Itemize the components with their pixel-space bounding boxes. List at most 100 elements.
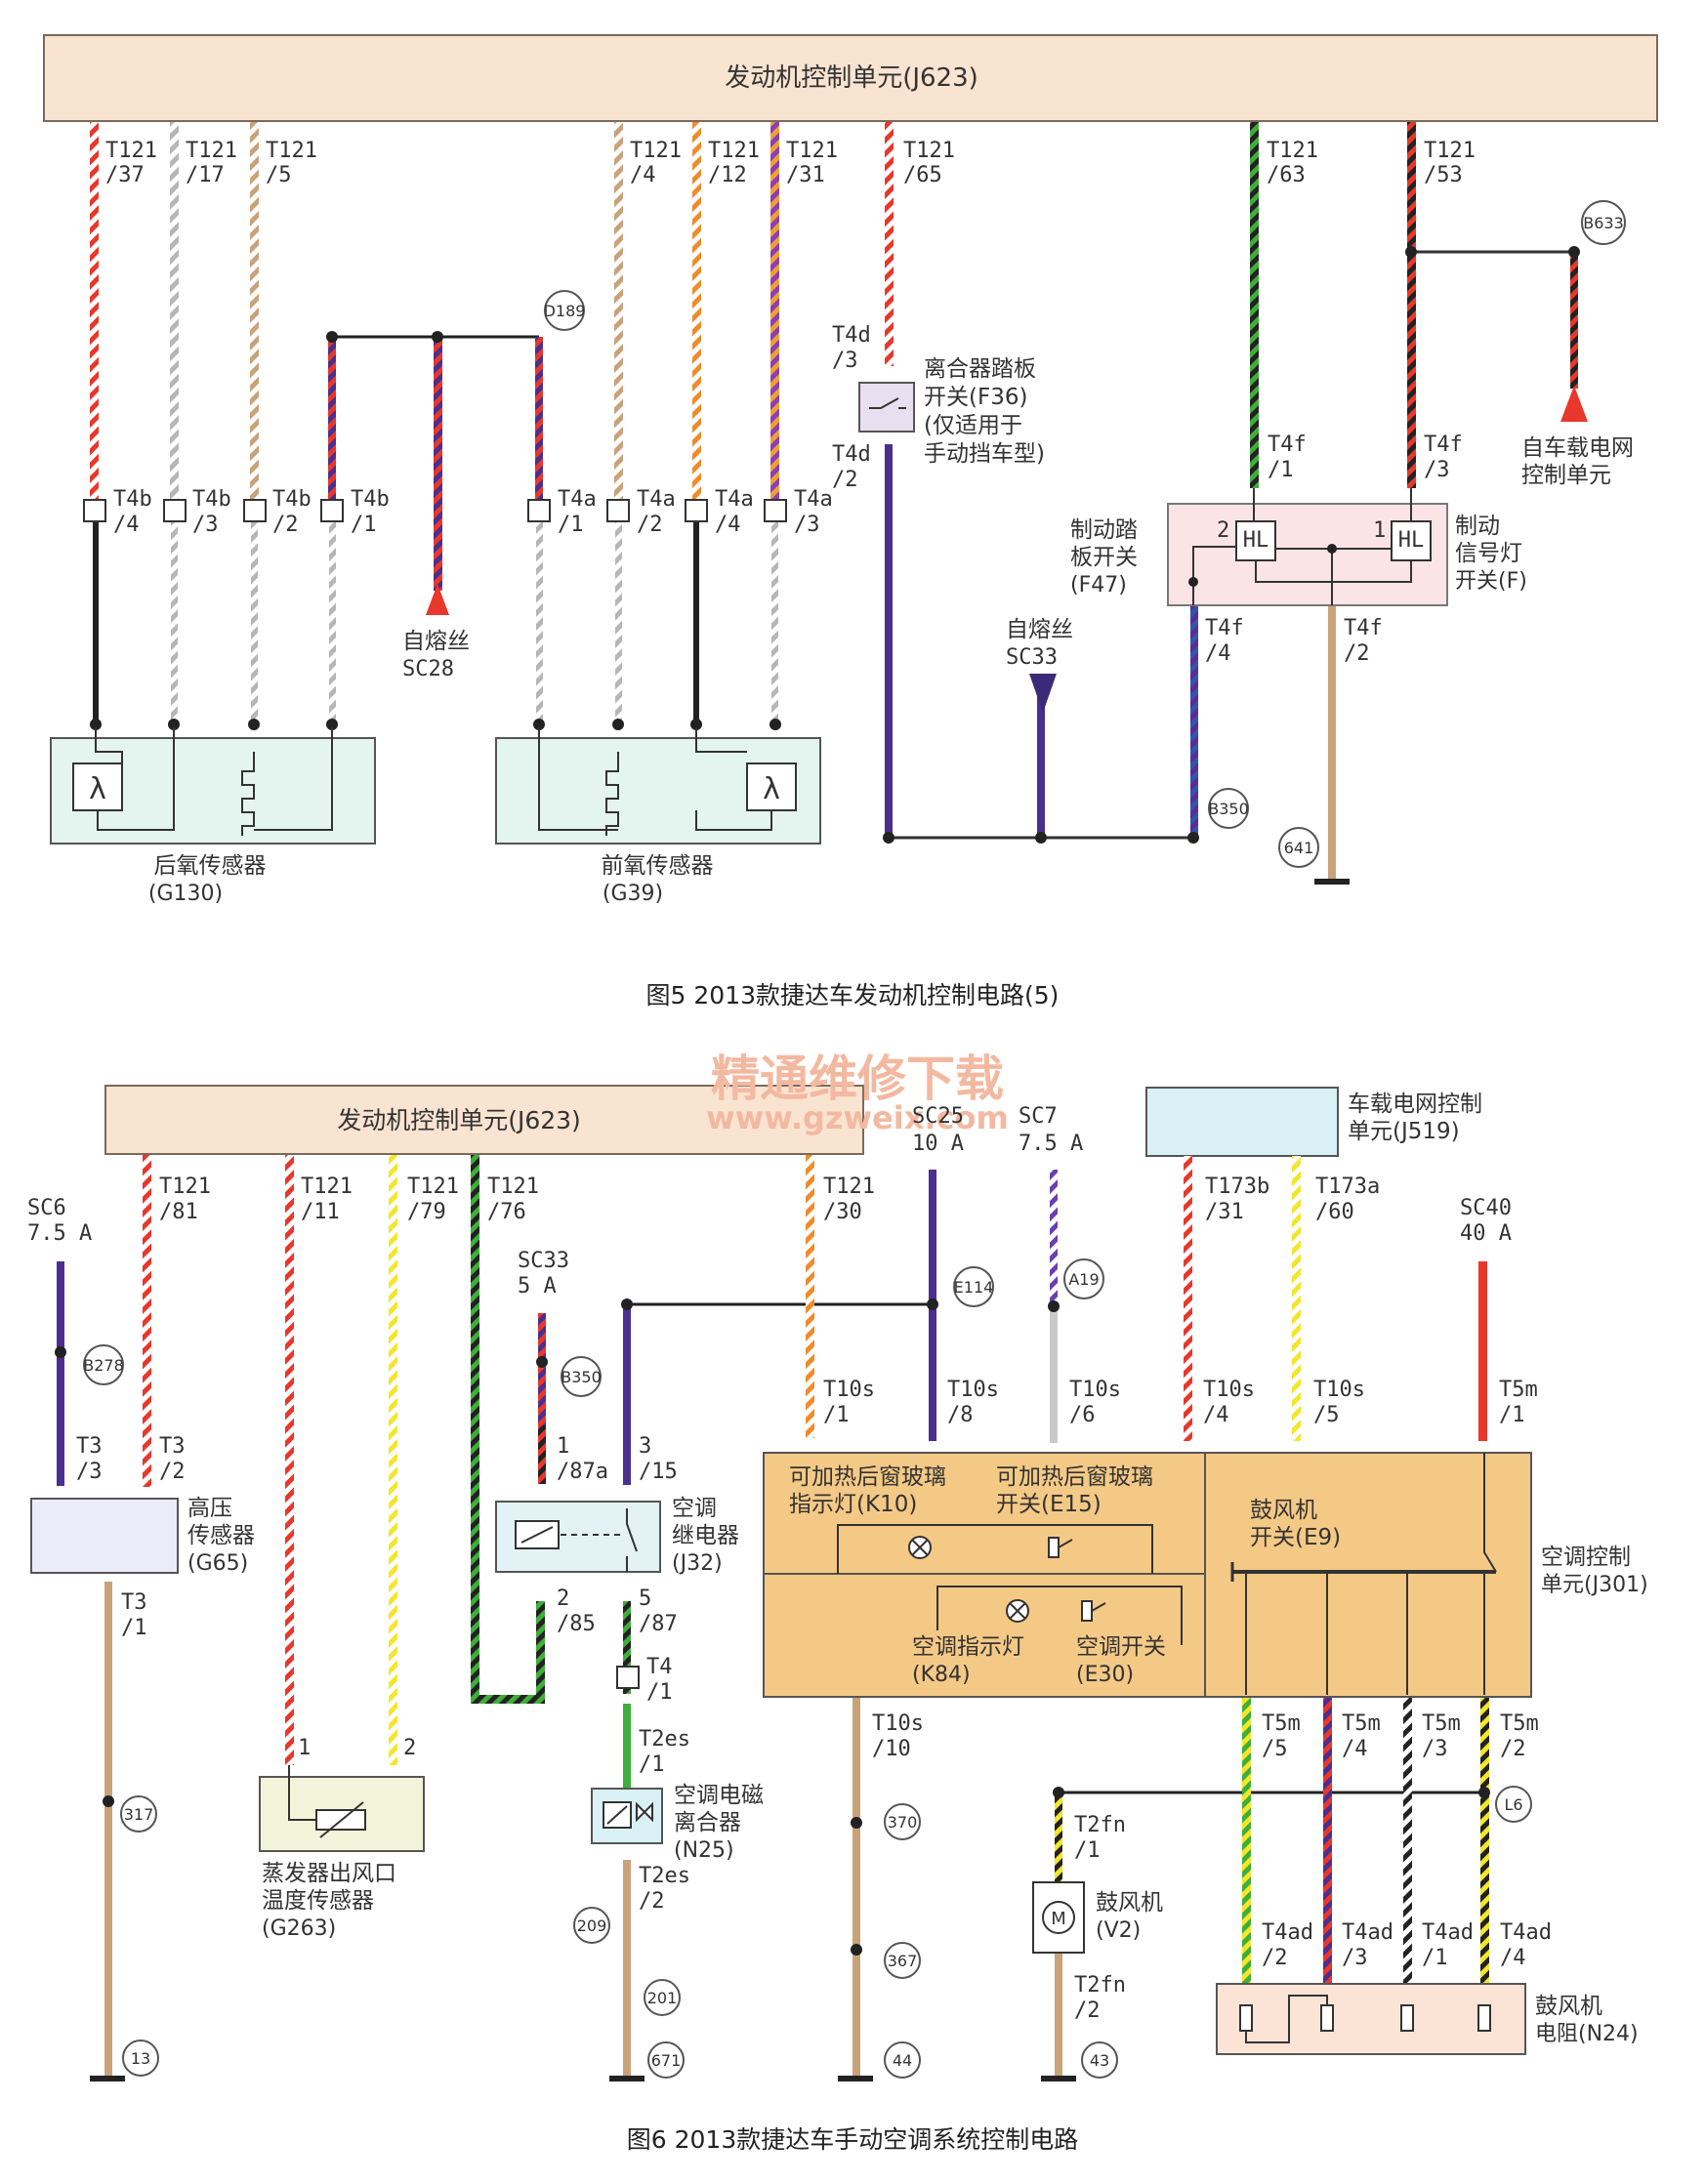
connector-label: /3 <box>192 513 219 537</box>
pin-label: /3 <box>76 1460 103 1484</box>
relay-pin: 5 <box>639 1586 651 1611</box>
relay-contact-icon <box>626 1508 638 1572</box>
pin-label: T5m <box>1499 1378 1538 1402</box>
wire <box>328 337 336 503</box>
connector-pin <box>243 499 267 522</box>
wire <box>93 517 99 727</box>
hl-label: HL <box>1398 528 1425 553</box>
pin-number: 1 <box>1373 518 1386 543</box>
pin-label: T121 <box>708 139 760 163</box>
resistor-wiring <box>1245 1995 1328 2043</box>
sensor-wiring <box>695 727 747 753</box>
g263-label: 蒸发器出风口 <box>262 1861 396 1886</box>
clutch-switch-label: 手动挡车型) <box>924 441 1045 467</box>
relay-pin: 3 <box>639 1434 651 1459</box>
j519-label: 单元(J519) <box>1348 1119 1460 1144</box>
connector-pin <box>320 499 344 522</box>
wire <box>615 517 622 727</box>
motor-icon <box>1042 1901 1075 1934</box>
ground-label-text: 317 <box>124 1805 154 1824</box>
wire <box>1055 1953 1062 2080</box>
arrow-icon <box>1560 386 1588 422</box>
node-b350-label: B350 <box>561 1368 602 1386</box>
pin-label: T10s <box>872 1711 924 1736</box>
ground-label <box>884 2041 921 2079</box>
pin-label: T4 <box>646 1655 673 1679</box>
pin-label: /4 <box>630 163 656 187</box>
fuse-sc40-label: SC40 <box>1460 1196 1512 1220</box>
fuse-sc25-label: 10 A <box>912 1132 964 1156</box>
clutch-switch-label: 开关(F36) <box>924 385 1027 410</box>
clutch-n25-label: 离合器 <box>674 1810 741 1835</box>
t4f-label: /2 <box>1344 641 1370 666</box>
relay-pin: 2 <box>557 1586 569 1611</box>
front-o2-sensor-label: 前氧传感器 <box>602 853 714 879</box>
fig6-junctions <box>55 1298 1490 1956</box>
wire <box>1037 683 1045 840</box>
clutch-icon <box>636 1801 653 1823</box>
figure-5: 发动机控制单元(J623) T121/37 T121/17 T121/5 T12… <box>43 34 1658 1010</box>
wire <box>538 1425 546 1484</box>
pin-label: T3 <box>159 1434 186 1459</box>
clutch-n25-label: 空调电磁 <box>674 1783 764 1808</box>
pin-label: /2 <box>639 1889 665 1914</box>
ground-icon <box>90 2076 125 2081</box>
wire <box>90 122 99 503</box>
relay-pin: /87 <box>639 1612 678 1636</box>
connector-label: /3 <box>794 513 820 537</box>
junction-dot <box>883 832 894 844</box>
ground-label-text: 44 <box>893 2051 912 2070</box>
lambda-icon: λ <box>763 772 780 806</box>
connector-pin <box>764 499 787 522</box>
switch-icon <box>869 397 906 409</box>
ground-label-641 <box>1278 827 1319 868</box>
t4f-label: /3 <box>1424 458 1450 482</box>
fuse-sc33-label: SC33 <box>518 1249 569 1273</box>
fuse-sc33-label: 5 A <box>518 1274 557 1298</box>
node-b350-label: B350 <box>1208 800 1249 818</box>
switch-icon <box>1048 1537 1073 1558</box>
onboard-ctrl-label: 自车载电网 <box>1521 435 1634 461</box>
junction-dot <box>533 719 545 730</box>
junction-dot <box>1187 832 1199 844</box>
pin-label: /1 <box>646 1680 673 1705</box>
sensor-wiring <box>97 727 175 831</box>
t4f-label: T4f <box>1205 616 1244 640</box>
wire <box>1250 122 1259 488</box>
wire <box>1184 1156 1192 1441</box>
ground-label-text: 671 <box>651 2051 682 2070</box>
motor-icon-label: M <box>1051 1909 1066 1929</box>
wire <box>623 1601 631 1694</box>
wire <box>57 1261 64 1486</box>
junction-dot <box>1188 577 1198 587</box>
lamp-icon <box>1009 1602 1026 1620</box>
wire <box>623 1704 631 1840</box>
junction-dot <box>1035 832 1047 844</box>
wire <box>1478 1261 1487 1441</box>
wire <box>536 1601 545 1704</box>
pin-label: /12 <box>708 163 747 187</box>
pin-label: /1 <box>121 1616 147 1640</box>
rear-o2-sensor-label: (G130) <box>148 882 223 906</box>
node-b278-label: B278 <box>83 1356 124 1375</box>
pin-label: T121 <box>186 139 237 163</box>
wire <box>1323 1694 1332 1987</box>
node-l6-label: L6 <box>1504 1795 1522 1814</box>
connector-label: /4 <box>715 513 741 537</box>
wire <box>389 1155 397 1765</box>
connector-label: /1 <box>351 513 377 537</box>
pin-label: T4ad <box>1500 1920 1552 1945</box>
junction-dot <box>326 719 338 730</box>
figure-6-caption: 图6 2013款捷达车手动空调系统控制电路 <box>627 2125 1078 2154</box>
clutch-switch-label: 离合器踏板 <box>924 356 1036 382</box>
sensor-wiring <box>538 727 618 831</box>
thermistor-icon <box>319 1801 364 1838</box>
connector-pin <box>527 499 551 522</box>
ground-label <box>644 1979 681 2016</box>
connector-label: T4b <box>272 487 312 512</box>
wire <box>1407 122 1416 488</box>
pin-label: T121 <box>630 139 682 163</box>
wire <box>1292 1156 1301 1441</box>
pin-label: /53 <box>1424 163 1463 187</box>
wire <box>471 1155 479 1702</box>
